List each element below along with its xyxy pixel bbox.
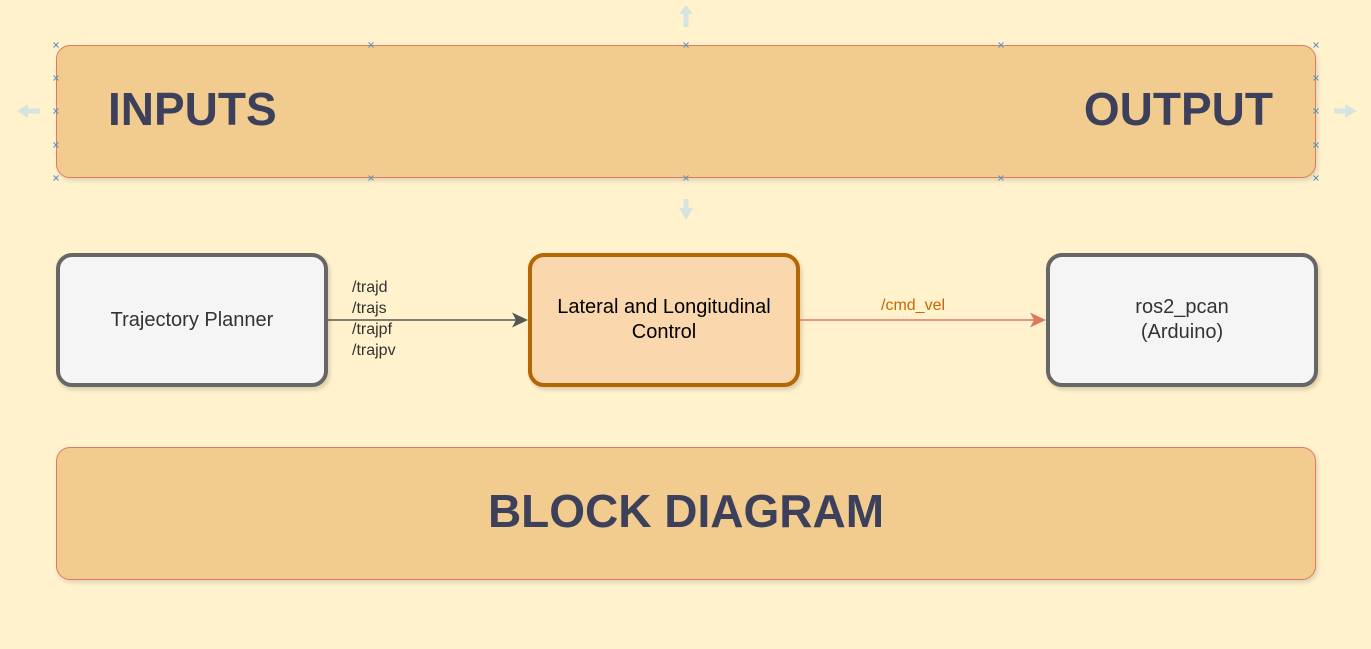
lateral-longitudinal-control-label: Lateral and Longitudinal Control bbox=[557, 296, 771, 343]
inputs-output-banner[interactable]: INPUTS OUTPUT bbox=[56, 45, 1316, 178]
ros2-pcan-node[interactable]: ros2_pcan (Arduino) bbox=[1046, 253, 1318, 387]
ros2-pcan-label: ros2_pcan (Arduino) bbox=[1135, 296, 1229, 343]
control-to-pcan-edge[interactable] bbox=[800, 312, 1046, 328]
output-title: OUTPUT bbox=[1083, 83, 1273, 135]
trajectory-planner-node[interactable]: Trajectory Planner bbox=[56, 253, 328, 387]
inputs-title: INPUTS bbox=[108, 83, 277, 135]
planner-to-control-edge[interactable] bbox=[328, 312, 528, 328]
cmd-vel-label: /cmd_vel bbox=[881, 297, 946, 314]
arrow-up-hint-icon[interactable] bbox=[679, 5, 693, 27]
arrow-right-hint-icon[interactable] bbox=[1334, 104, 1357, 118]
trajectory-topics-label: /trajd /trajs /trajpf /trajpv bbox=[352, 279, 396, 359]
block-diagram-title: BLOCK DIAGRAM bbox=[487, 485, 885, 537]
arrow-left-hint-icon[interactable] bbox=[17, 104, 40, 118]
selection-handles-icon[interactable] bbox=[53, 42, 1319, 181]
block-diagram-banner[interactable]: BLOCK DIAGRAM bbox=[56, 447, 1316, 580]
trajectory-planner-label: Trajectory Planner bbox=[110, 308, 274, 331]
arrow-down-hint-icon[interactable] bbox=[679, 199, 693, 220]
lateral-longitudinal-control-node[interactable]: Lateral and Longitudinal Control bbox=[528, 253, 800, 387]
